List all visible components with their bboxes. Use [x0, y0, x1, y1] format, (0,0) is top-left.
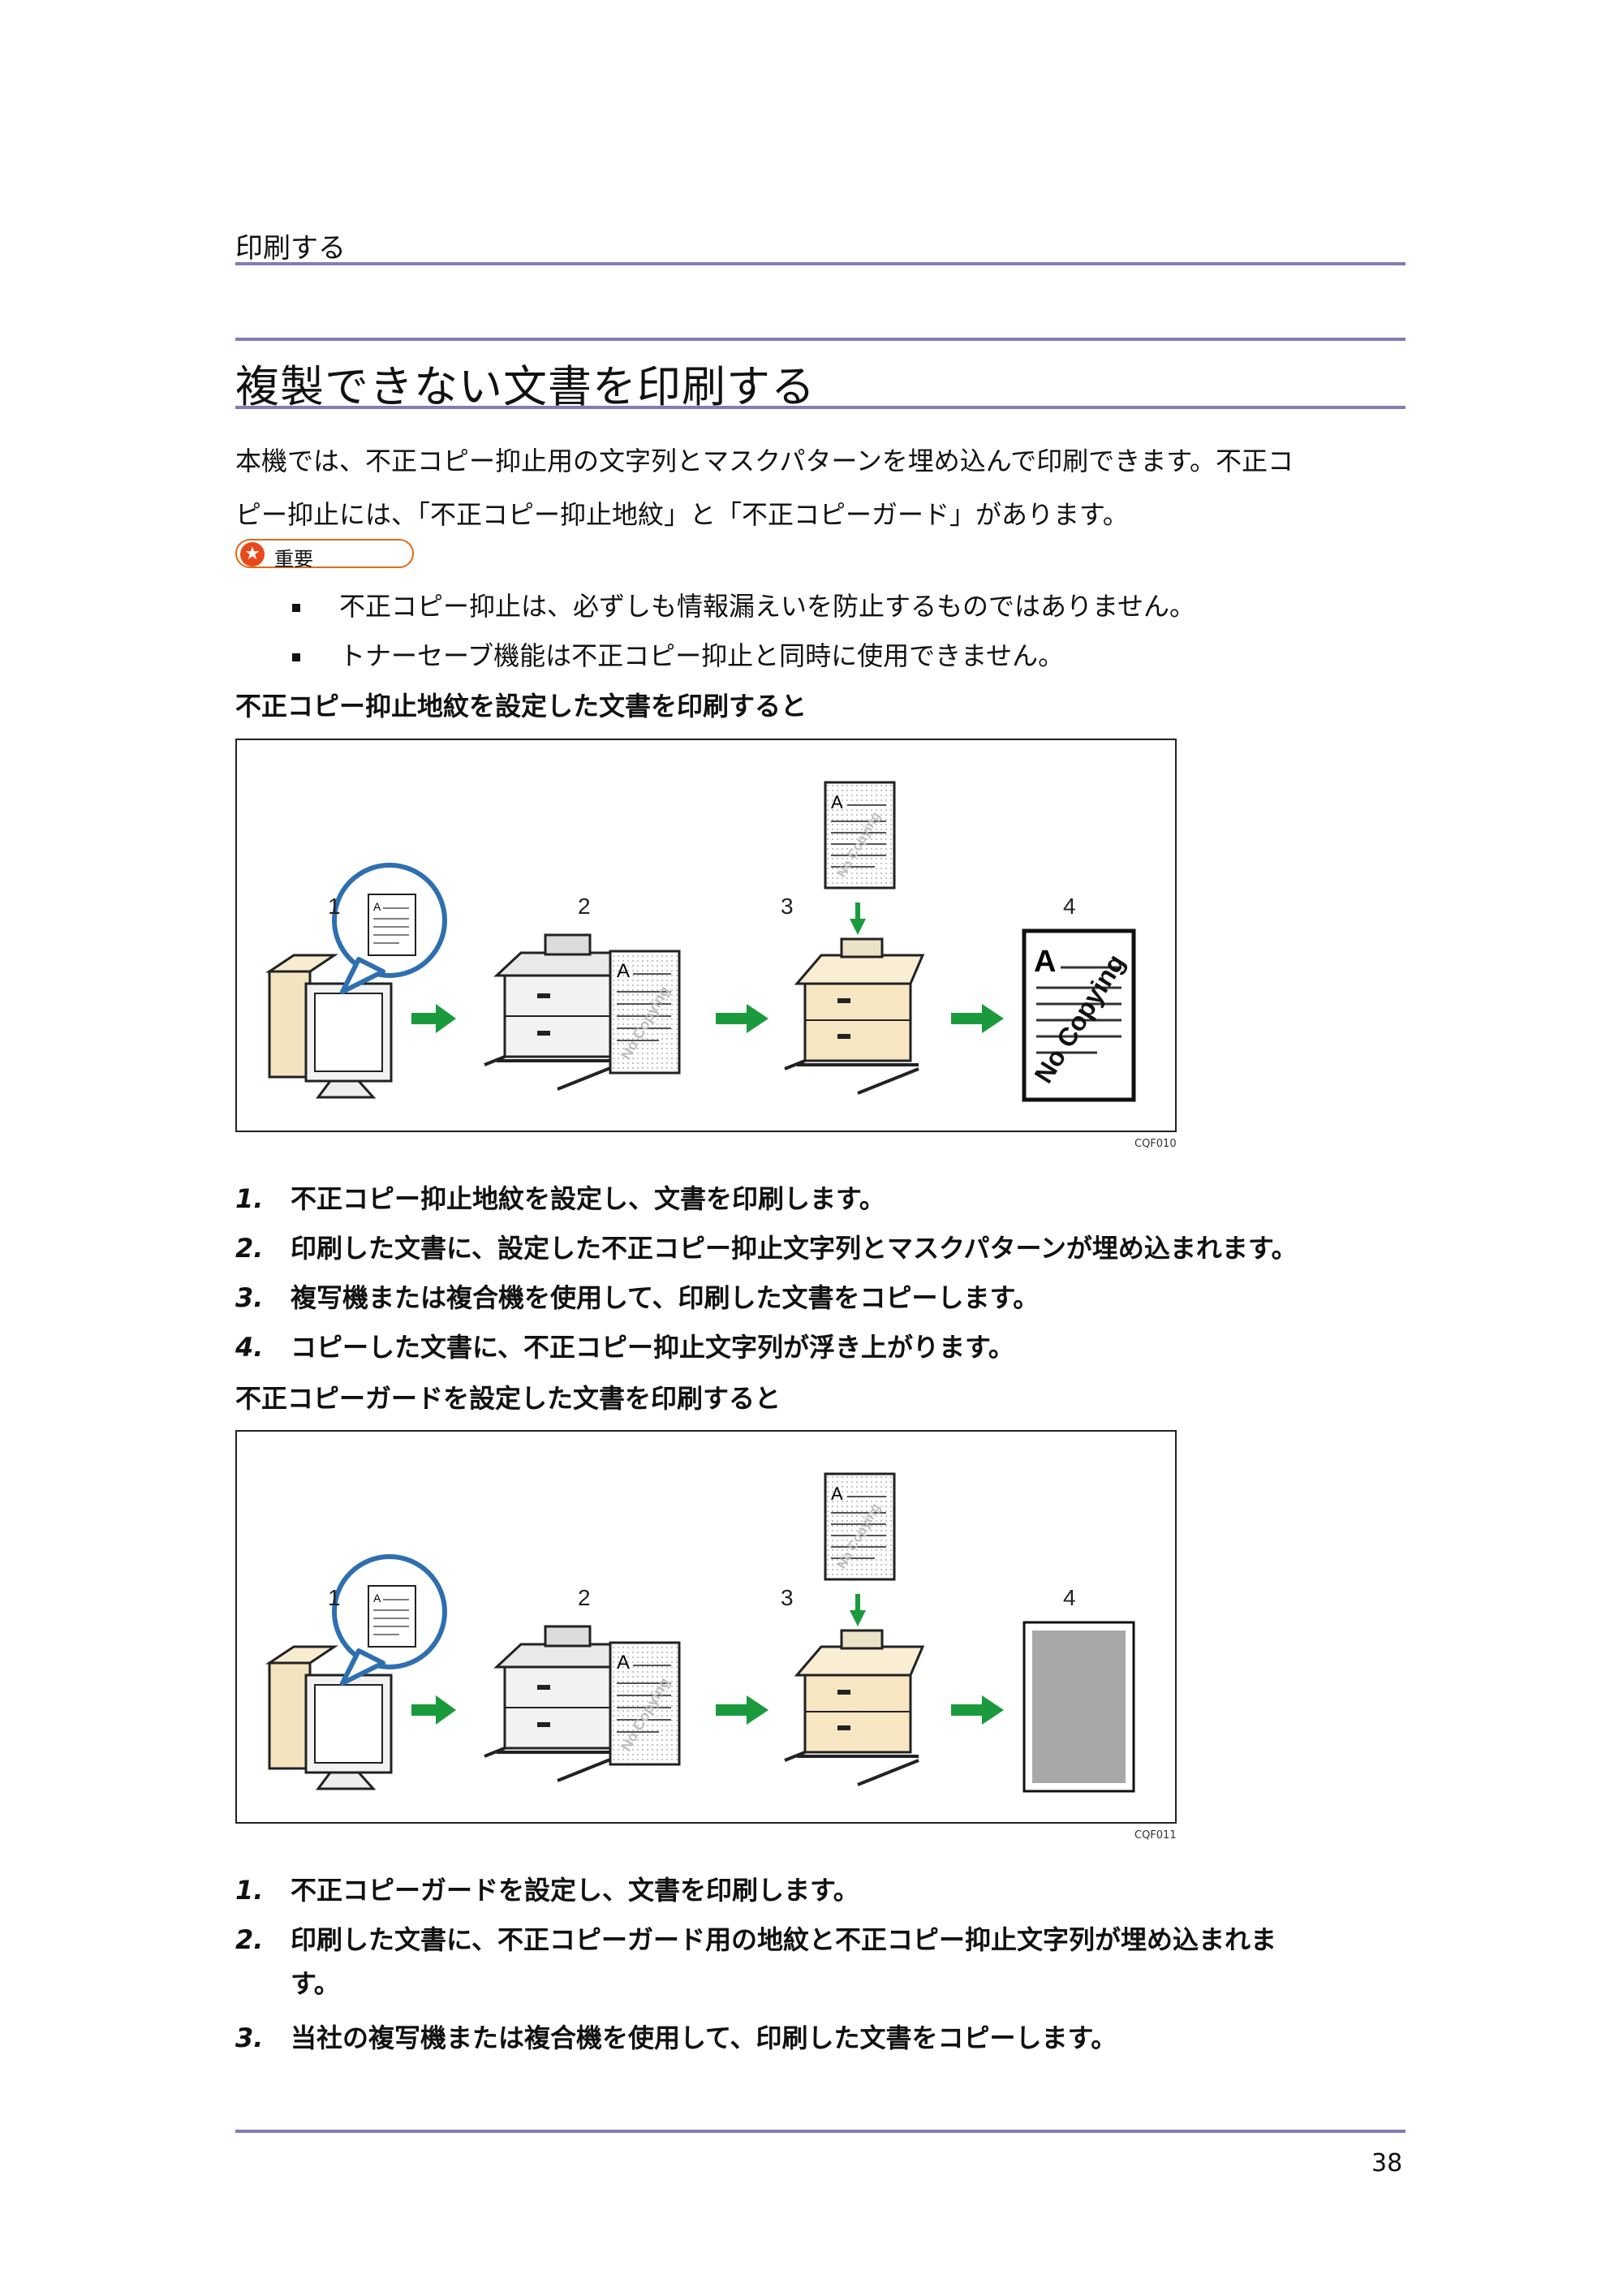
step-item: 2.印刷した文書に、不正コピーガード用の地紋と不正コピー抑止文字列が埋め込まれま — [235, 1924, 1277, 1955]
speech-bubble-icon: A — [332, 863, 447, 994]
copier-icon — [784, 937, 925, 1095]
svg-text:A: A — [617, 1652, 630, 1674]
svg-text:A: A — [617, 960, 630, 982]
step-item: 3.複写機または複合機を使用して、印刷した文書をコピーします。 — [235, 1282, 1040, 1313]
speech-bubble-icon: A — [332, 1554, 447, 1686]
computer-icon — [265, 1645, 393, 1790]
step-item: 1.不正コピー抑止地紋を設定し、文書を印刷します。 — [235, 1183, 885, 1214]
figure-code: CQF011 — [1134, 1829, 1177, 1842]
original-document-icon: A No Copying — [824, 1472, 896, 1581]
printer-icon — [484, 1625, 621, 1782]
copied-document-icon: A No Copying — [1022, 928, 1136, 1102]
computer-icon — [265, 954, 393, 1099]
star-icon: ★ — [240, 542, 265, 566]
svg-text:A: A — [1034, 945, 1056, 979]
gray-copy-document-icon — [1022, 1621, 1135, 1793]
step-item: 4.コピーした文書に、不正コピー抑止文字列が浮き上がります。 — [235, 1332, 1014, 1363]
step-item-continuation: す。 — [291, 1968, 340, 1999]
figure-step-label: 4 — [1063, 1585, 1076, 1610]
printed-document-icon: A No Copying — [609, 950, 681, 1075]
svg-text:A: A — [831, 792, 843, 812]
running-header: 印刷する — [235, 232, 346, 265]
intro-line-1: 本機では、不正コピー抑止用の文字列とマスクパターンを埋め込んで印刷できます。不正… — [235, 446, 1294, 476]
section-heading-watermark: 不正コピー抑止地紋を設定した文書を印刷すると — [235, 691, 807, 722]
step-item: 3.当社の複写機または複合機を使用して、印刷した文書をコピーします。 — [235, 2022, 1117, 2053]
arrow-icon — [411, 902, 1004, 1033]
figure-watermark: A A No Copy — [235, 739, 1177, 1132]
figure-step-label: 3 — [781, 1585, 794, 1610]
figure-code: CQF010 — [1134, 1138, 1177, 1150]
intro-line-2: ピー抑止には、「不正コピー抑止地紋」と「不正コピーガード」があります。 — [235, 499, 1129, 530]
intro-paragraph: 本機では、不正コピー抑止用の文字列とマスクパターンを埋め込んで印刷できます。不正… — [235, 434, 1408, 541]
figure-copyguard-illustration: A A No Copying — [265, 1472, 1135, 1793]
figure-step-label: 1 — [328, 894, 341, 919]
important-label: 重要 — [274, 548, 313, 571]
printed-document-icon: A No Copying — [609, 1641, 681, 1766]
figure-watermark-illustration: A A No Copy — [265, 781, 1136, 1102]
step-item: 1.不正コピーガードを設定し、文書を印刷します。 — [235, 1875, 859, 1906]
important-item: トナーセーブ機能は不正コピー抑止と同時に使用できません。 — [292, 635, 1064, 673]
section-heading-copyguard: 不正コピーガードを設定した文書を印刷すると — [235, 1383, 781, 1414]
footer-rule — [235, 2130, 1406, 2133]
figure-step-label: 1 — [328, 1585, 341, 1610]
important-badge: ★ 重要 — [235, 539, 414, 571]
header-rule — [235, 262, 1406, 265]
important-item: 不正コピー抑止は、必ずしも情報漏えいを防止するものではありません。 — [292, 586, 1195, 623]
arrow-icon — [411, 1594, 1004, 1725]
original-document-icon: A No Copying — [824, 781, 896, 890]
bullet-icon — [292, 604, 300, 612]
title-rule-top — [235, 338, 1406, 341]
figure-step-label: 2 — [578, 894, 591, 919]
page-title: 複製できない文書を印刷する — [235, 361, 816, 412]
svg-text:A: A — [831, 1484, 843, 1504]
step-item: 2.印刷した文書に、設定した不正コピー抑止文字列とマスクパターンが埋め込まれます… — [235, 1233, 1298, 1264]
doc-letter: A — [373, 900, 381, 913]
copier-icon — [784, 1629, 925, 1786]
figure-step-label: 4 — [1063, 894, 1076, 919]
figure-copyguard: A A No Copying — [235, 1430, 1177, 1824]
page-number: 38 — [1371, 2149, 1403, 2178]
bullet-icon — [292, 653, 300, 661]
title-rule-bottom — [235, 406, 1406, 409]
figure-step-label: 2 — [578, 1585, 591, 1610]
figure-step-label: 3 — [781, 894, 794, 919]
printer-icon — [484, 933, 621, 1091]
svg-text:A: A — [373, 1592, 381, 1605]
